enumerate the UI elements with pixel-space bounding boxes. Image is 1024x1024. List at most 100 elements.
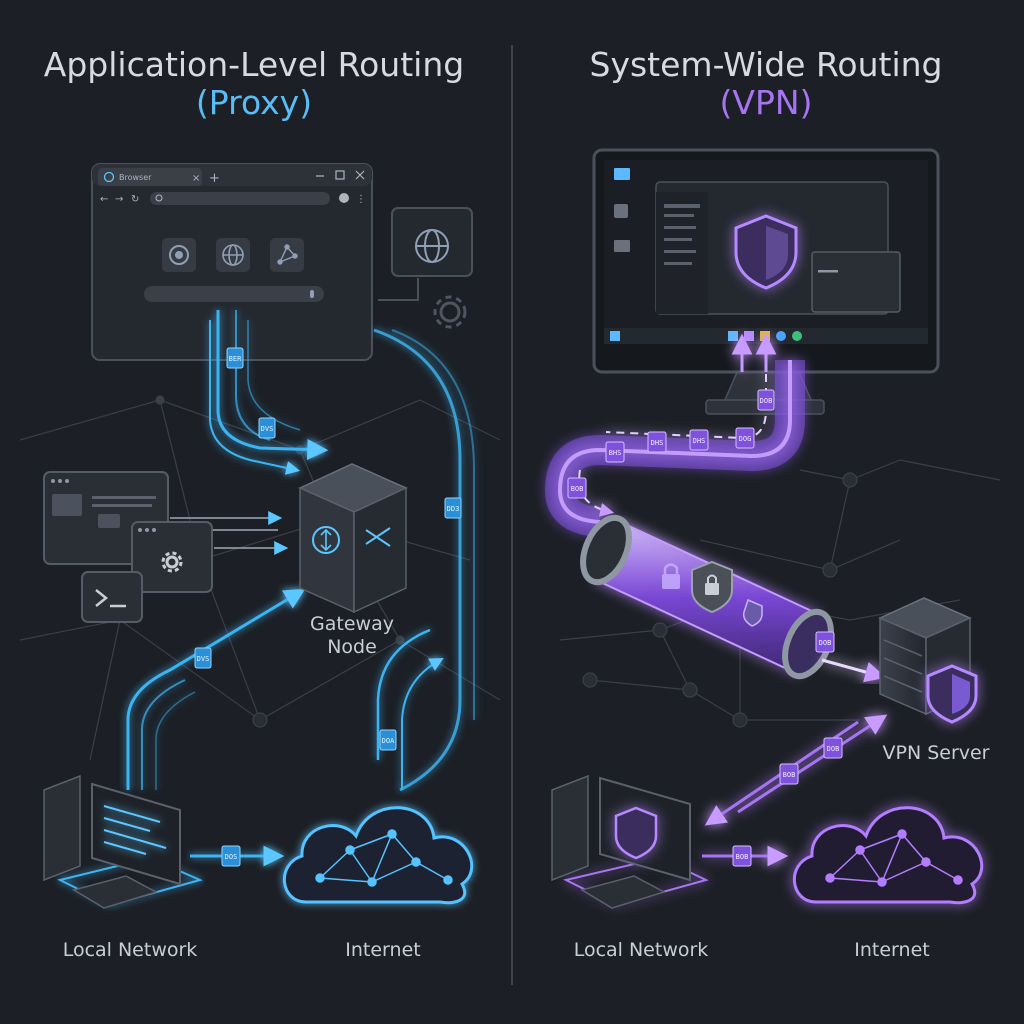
packet: DHS	[689, 429, 709, 451]
forward-arrow-icon[interactable]: →	[115, 194, 123, 205]
left-internet-cloud	[283, 806, 474, 905]
svg-text:BHS: BHS	[609, 449, 622, 457]
svg-text:DOB: DOB	[819, 639, 832, 647]
packet: DOA	[379, 729, 397, 751]
packet: DOB	[757, 389, 775, 411]
svg-text:DD3: DD3	[447, 505, 460, 513]
browser-window: Browser × + ← → ↻ ⋮	[91, 163, 373, 361]
keyboard	[580, 875, 666, 909]
browser-tab-globe-icon	[103, 171, 115, 183]
taskbar-shield-icon[interactable]	[744, 331, 754, 341]
right-subtitle: (VPN)	[720, 83, 813, 122]
taskbar-browser-icon[interactable]	[776, 331, 786, 341]
packet: BOB	[567, 477, 587, 499]
packet: DOG	[735, 427, 755, 449]
left-packets: BER DVS DD3 DVS DOA DOS	[194, 347, 462, 867]
maximize-icon[interactable]	[335, 170, 345, 180]
shuffle-icon	[365, 527, 391, 547]
taskbar-folder-icon[interactable]	[760, 331, 770, 341]
svg-text:DVS: DVS	[197, 655, 210, 663]
svg-text:DOG: DOG	[739, 435, 752, 443]
packet: BHS	[605, 441, 625, 463]
search-box[interactable]	[144, 286, 324, 302]
left-title: Application-Level Routing	[44, 45, 464, 84]
microphone-icon[interactable]	[310, 290, 314, 298]
svg-text:BOB: BOB	[571, 485, 584, 493]
new-tab-icon[interactable]: +	[209, 171, 220, 186]
network-shortcut-icon	[277, 244, 298, 265]
packet: DOB	[823, 737, 843, 759]
vpn-server	[878, 597, 978, 724]
network-shortcut[interactable]	[270, 238, 304, 272]
profile-avatar-icon[interactable]	[339, 193, 349, 203]
globe-shortcut-icon	[222, 244, 244, 266]
routing-arrows-icon	[312, 526, 340, 554]
svg-text:DOB: DOB	[827, 745, 840, 753]
right-internet-label: Internet	[854, 939, 929, 961]
gateway-label-line1: Gateway	[310, 613, 394, 635]
packet: DOB	[815, 631, 835, 653]
taskbar-app-icon[interactable]	[792, 331, 802, 341]
globe-window	[391, 207, 473, 277]
right-internet-cloud	[793, 806, 984, 905]
desktop-monitor-icon[interactable]	[614, 168, 630, 180]
terminal-app-window	[811, 251, 901, 313]
browser-tab-title: Browser	[119, 173, 152, 182]
settings-gear-icon	[433, 295, 467, 329]
recycle-bin-icon[interactable]	[614, 204, 628, 218]
search-icon	[155, 194, 163, 202]
svg-text:DOA: DOA	[382, 737, 395, 745]
menu-dots-icon[interactable]: ⋮	[356, 194, 366, 205]
start-icon[interactable]	[610, 331, 620, 341]
settings-app-window	[131, 521, 213, 593]
gateway-server	[298, 463, 408, 614]
code-lines	[103, 805, 167, 855]
taskbar-windows-icon[interactable]	[728, 331, 738, 341]
left-local-network-label: Local Network	[63, 939, 198, 961]
terminal-prompt-icon	[95, 589, 109, 607]
keyboard	[72, 875, 158, 909]
back-arrow-icon[interactable]: ←	[100, 194, 108, 205]
packet: BOB	[732, 845, 752, 867]
packet: BER	[226, 347, 244, 369]
globe-icon	[415, 229, 449, 263]
right-title: System-Wide Routing	[590, 45, 943, 84]
right-local-network-label: Local Network	[574, 939, 709, 961]
svg-text:BER: BER	[229, 355, 242, 363]
svg-text:DOB: DOB	[760, 397, 773, 405]
folder-icon[interactable]	[614, 240, 630, 252]
svg-text:DOS: DOS	[225, 853, 238, 861]
svg-text:BOB: BOB	[736, 853, 749, 861]
packet: DVS	[194, 647, 212, 669]
left-subtitle: (Proxy)	[196, 83, 312, 122]
pc-tower	[551, 774, 589, 882]
vpn-monitor	[592, 148, 940, 415]
svg-text:DHS: DHS	[693, 437, 706, 445]
close-window-icon[interactable]	[355, 170, 365, 180]
packet: DOS	[221, 845, 241, 867]
pc-shield-icon	[614, 806, 658, 860]
svg-text:BOB: BOB	[783, 771, 796, 779]
tunnel-small-shield-icon	[742, 598, 763, 627]
chrome-icon	[169, 245, 189, 265]
left-internet-label: Internet	[345, 939, 420, 961]
svg-text:DHS: DHS	[651, 439, 664, 447]
padlock-icon	[662, 563, 680, 589]
pc-tower	[43, 774, 81, 882]
terminal-window	[81, 571, 143, 623]
gateway-label-line2: Node	[327, 636, 377, 658]
encrypted-tunnel	[580, 514, 887, 683]
browser-tab[interactable]	[98, 168, 202, 186]
address-bar[interactable]	[150, 192, 330, 205]
packet: DHS	[647, 431, 667, 453]
app-gear-icon	[161, 551, 183, 573]
globe-window-connector	[378, 278, 419, 301]
vpn-server-label: VPN Server	[882, 742, 989, 764]
right-local-computer	[551, 774, 709, 909]
tab-close-icon[interactable]: ×	[192, 173, 200, 184]
packet: DVS	[258, 417, 276, 439]
reload-icon[interactable]: ↻	[131, 194, 139, 205]
packet: BOB	[779, 763, 799, 785]
packet: DD3	[444, 497, 462, 519]
